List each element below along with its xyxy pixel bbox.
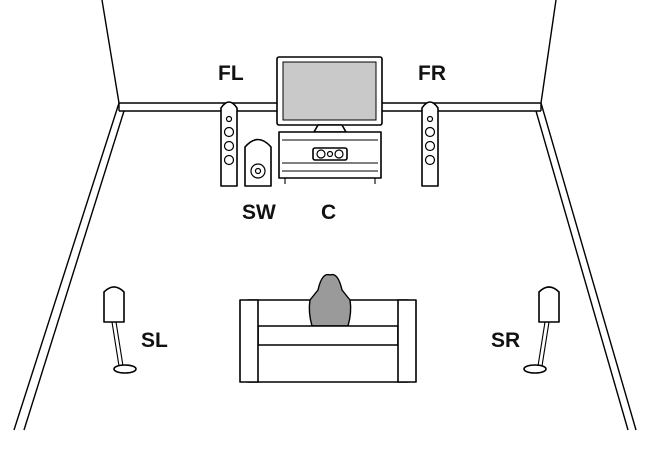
center-speaker-icon bbox=[312, 147, 348, 161]
front-right-speaker-icon bbox=[421, 101, 439, 187]
label-surround-left: SL bbox=[141, 329, 168, 352]
surround-right-speaker-icon bbox=[523, 286, 560, 374]
label-front-right: FR bbox=[418, 62, 446, 85]
front-left-speaker-icon bbox=[220, 101, 238, 187]
label-surround-right: SR bbox=[491, 329, 520, 352]
label-front-left: FL bbox=[218, 62, 244, 85]
label-subwoofer: SW bbox=[242, 201, 276, 224]
sofa-with-listener bbox=[239, 273, 417, 383]
subwoofer-icon bbox=[244, 138, 272, 187]
label-center: C bbox=[321, 201, 336, 224]
television bbox=[276, 56, 383, 133]
surround-left-speaker-icon bbox=[103, 286, 137, 374]
